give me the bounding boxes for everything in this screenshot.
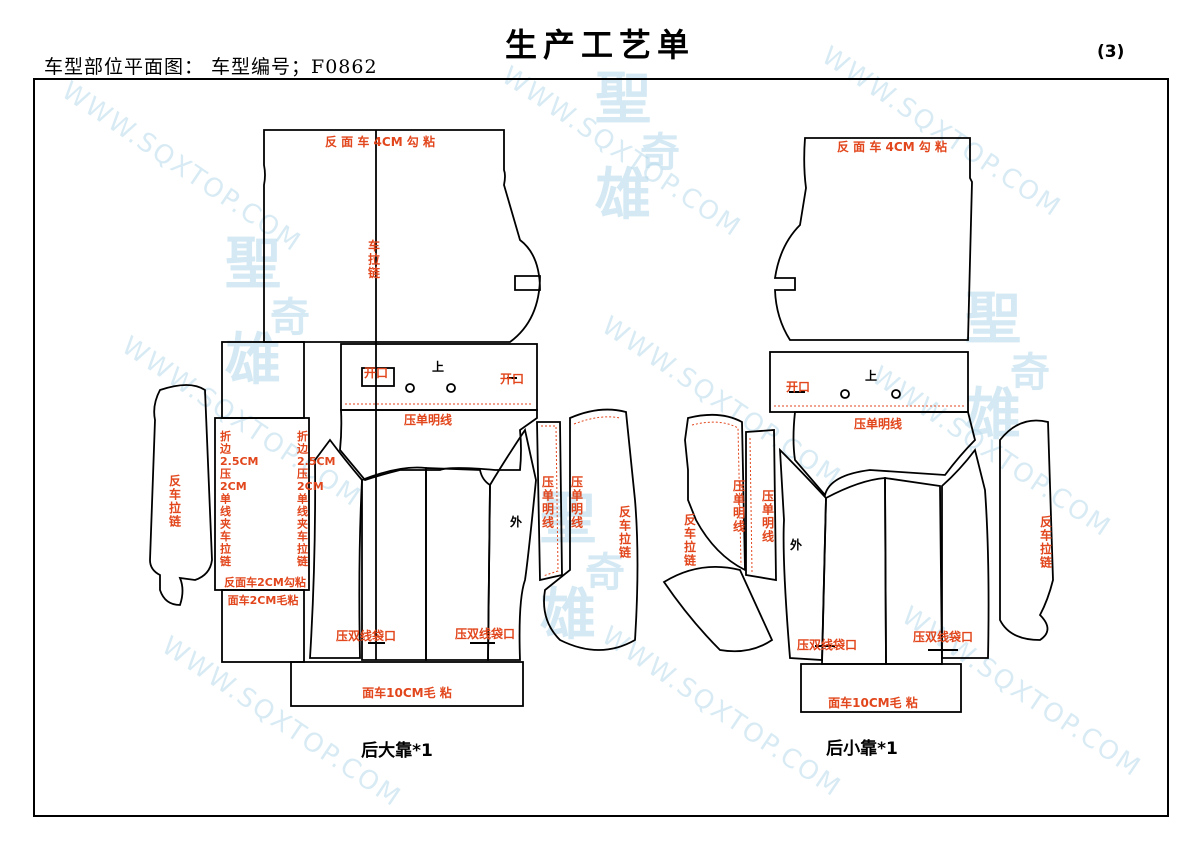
- watermark-text: WWW.SQXTOP.COM: [596, 311, 847, 494]
- right-band-top: 上: [865, 368, 877, 383]
- right-band-stitch-label: 压单明线: [854, 416, 902, 431]
- left-outer-label: 外: [510, 514, 522, 529]
- watermark-logo: 聖: [540, 487, 596, 552]
- left-caption: 后大靠*1: [361, 740, 433, 761]
- left-stitch-lines: [345, 403, 621, 577]
- watermark-logo: 聖: [595, 67, 651, 132]
- right-side-label: 反车拉链: [1040, 514, 1053, 570]
- left-side-label: 反车拉链: [169, 473, 182, 529]
- watermark-logo: 聖: [965, 287, 1021, 352]
- left-zipper-ticks: [368, 377, 517, 644]
- right-outer-label: 外: [790, 537, 802, 552]
- left-bottom-label: 面车10CM毛 粘: [362, 685, 452, 700]
- right-left-strip-stitch-label: 压单明线: [733, 479, 745, 534]
- sheet-border: [33, 78, 1169, 817]
- watermark-logo: 奇: [585, 550, 625, 596]
- watermark-logo: 雄: [595, 163, 651, 228]
- model-subtitle: 车型部位平面图： 车型编号；F0862: [44, 56, 378, 78]
- watermark-layer: WWW.SQXTOP.COM WWW.SQXTOP.COM WWW.SQXTOP.C…: [56, 41, 1147, 814]
- left-side-strip-label: 压单明线: [542, 475, 554, 530]
- left-band-open-left: 开口: [364, 366, 388, 380]
- right-pocket-label-left: 压双线袋口: [797, 637, 857, 652]
- watermark-text: WWW.SQXTOP.COM: [896, 601, 1147, 784]
- right-band-open: 开口: [786, 380, 810, 394]
- watermark-logo: 奇: [640, 130, 680, 176]
- strip-bottom-label: 反面车2CM勾粘: [224, 575, 306, 589]
- left-side-panel-stitch-label: 压单明线: [571, 475, 583, 530]
- left-top-zip-label: 车拉链: [368, 238, 381, 280]
- watermark-text: WWW.SQXTOP.COM: [816, 41, 1067, 224]
- right-pattern-outlines: [662, 137, 1054, 713]
- left-pocket-label-left: 压双线袋口: [336, 628, 396, 643]
- watermark-logo: 雄: [965, 383, 1021, 448]
- watermark-logo: 雄: [540, 583, 596, 648]
- right-stitch-lines: [691, 405, 964, 573]
- watermark-logo: 奇: [270, 295, 310, 341]
- left-band-stitch-label: 压单明线: [404, 412, 452, 427]
- left-band-open-right: 开口: [500, 372, 524, 386]
- left-band-top: 上: [432, 359, 444, 374]
- right-bottom-label: 面车10CM毛 粘: [828, 695, 918, 710]
- left-pattern-outlines: [149, 129, 639, 707]
- right-zipper-ticks: [789, 391, 958, 651]
- watermark-logo: 聖: [225, 232, 281, 297]
- page-number: (3): [1097, 42, 1125, 62]
- watermark-text: WWW.SQXTOP.COM: [156, 631, 407, 814]
- right-pattern-labels: 反 面 车 4CM 勾 粘 开口 上 压单明线 反车拉链 压单明线 压单明线 外…: [684, 139, 1053, 710]
- watermark-logo: 雄: [225, 328, 281, 393]
- left-side-panel-zip-label: 反车拉链: [619, 504, 632, 560]
- left-top-panel-label: 反 面 车 4CM 勾 粘: [325, 134, 435, 149]
- right-top-panel-label: 反 面 车 4CM 勾 粘: [837, 139, 947, 154]
- right-left-strip-stitch-label2: 压单明线: [762, 489, 774, 544]
- watermark-logo: 奇: [1010, 350, 1050, 396]
- strip-base-label: 面车2CM毛粘: [228, 593, 299, 607]
- left-pocket-label-right: 压双线袋口: [455, 626, 515, 641]
- right-pocket-label-right: 压双线袋口: [913, 629, 973, 644]
- document-title: 生产工艺单: [504, 26, 695, 64]
- right-caption: 后小靠*1: [826, 738, 898, 759]
- right-left-piece-label: 反车拉链: [684, 512, 697, 568]
